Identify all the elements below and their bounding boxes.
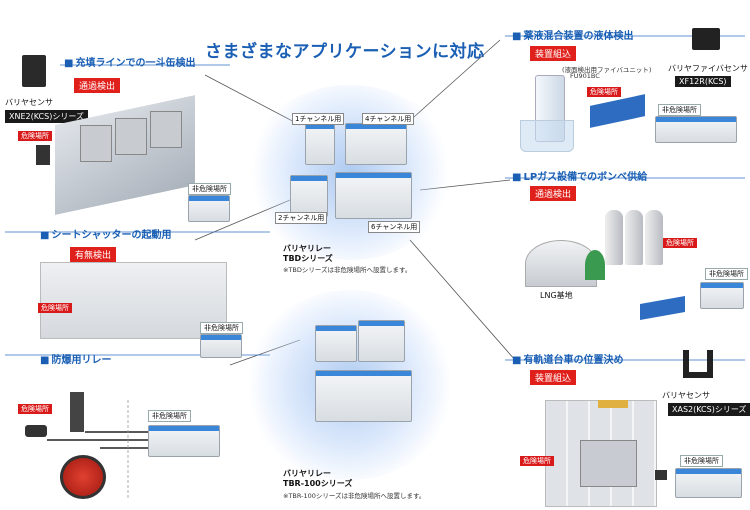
rail-sensor-name: バリヤセンサ (662, 391, 710, 400)
page-title: さまざまなアプリケーションに対応 (205, 42, 485, 62)
can-icon (80, 125, 112, 162)
shutter-relay (200, 334, 242, 358)
tbd-ch2-label: 2チャンネル用 (275, 212, 328, 224)
explosion-relay (148, 425, 220, 457)
lpg-danger-tag: 危険場所 (663, 238, 697, 248)
chemical-heading: 薬液混合装置の液体検出 (512, 27, 633, 42)
cylinder-icon (605, 210, 623, 265)
explosion-safe-tag: 非危険場所 (148, 410, 191, 422)
rail-sensor-unit-icon (655, 470, 667, 480)
fiber-unit-label: (液面検出用ファイバユニット) (562, 66, 652, 74)
explosion-heading: 防爆用リレー (40, 351, 111, 366)
tbd-ch4-label: 4チャンネル用 (362, 113, 415, 125)
can-relay (188, 195, 230, 222)
limit-switch-icon (70, 392, 84, 432)
tbd-relay-2ch (290, 175, 328, 217)
tbr-series: TBR-100シリーズ (283, 479, 353, 488)
can-line-badge: 通過検出 (74, 78, 121, 93)
can-icon (115, 118, 147, 155)
cylinder-icon (625, 210, 643, 265)
fiber-sensor-icon (692, 28, 720, 50)
tbr-relay-b (358, 320, 405, 362)
chemical-safe-tag: 非危険場所 (658, 104, 701, 116)
tbr-note: ※TBR-100シリーズは非危険場所へ設置します。 (283, 492, 426, 500)
cart-icon (580, 440, 637, 487)
cylinder-icon (645, 210, 663, 265)
explosion-danger-tag: 危険場所 (18, 404, 52, 414)
tbd-note: ※TBDシリーズは非危険場所へ設置します。 (283, 266, 412, 274)
pallet-icon (598, 400, 628, 408)
gas-holder-icon (585, 250, 605, 280)
chemical-relay (655, 116, 737, 143)
shutter-badge: 有無検出 (70, 247, 117, 262)
fork-sensor-icon (683, 350, 713, 378)
can-safe-tag: 非危険場所 (188, 183, 231, 195)
tbd-name: バリヤリレー (283, 244, 331, 253)
tbd-ch1-label: 1チャンネル用 (292, 113, 345, 125)
chemical-sensor-model: XF12R(KCS) (675, 76, 731, 87)
shutter-illustration (40, 262, 227, 339)
beaker-icon (520, 120, 574, 152)
chemical-danger-tag: 危険場所 (587, 87, 621, 97)
tbd-relay-1ch (305, 123, 335, 165)
tbd-series: TBDシリーズ (283, 254, 333, 263)
barrier-sensor-icon (22, 55, 46, 87)
rail-badge: 装置組込 (530, 370, 577, 385)
can-sensor-model: XNE2(KCS)シリーズ (5, 110, 88, 123)
tbd-relay-6ch (335, 172, 412, 219)
emergency-button-icon (60, 455, 106, 499)
shutter-safe-tag: 非危険場所 (200, 322, 243, 334)
lpg-heading: LPガス設備でのボンベ供給 (512, 168, 647, 183)
rail-heading: 有軌道台車の位置決め (512, 351, 623, 366)
tbr-relay-c (315, 370, 412, 422)
lpg-relay (700, 282, 744, 309)
chemical-badge: 装置組込 (530, 46, 577, 61)
chemical-sensor-name: バリヤファイバセンサ (668, 64, 748, 73)
fiber-unit-model: FU901BC (570, 72, 600, 80)
can-sensor-name: バリヤセンサ (5, 98, 53, 107)
tbr-name: バリヤリレー (283, 469, 331, 478)
tbr-relay-a (315, 325, 357, 362)
tbd-ch6-label: 6チャンネル用 (368, 221, 421, 233)
rail-sensor-model: XAS2(KCS)シリーズ (668, 403, 750, 416)
shutter-danger-tag: 危険場所 (38, 303, 72, 313)
can-danger-tag: 危険場所 (18, 131, 52, 141)
can-line-heading: 充填ラインでの一斗缶検出 (64, 54, 195, 69)
rail-safe-tag: 非危険場所 (680, 455, 723, 467)
switch-icon (25, 425, 47, 437)
lng-site-label: LNG基地 (540, 291, 573, 300)
sensor-unit-icon (36, 145, 50, 165)
can-icon (150, 111, 182, 148)
rail-relay (675, 468, 742, 498)
lpg-badge: 通過検出 (530, 186, 577, 201)
lpg-safe-tag: 非危険場所 (705, 268, 748, 280)
rail-danger-tag: 危険場所 (520, 456, 554, 466)
shutter-heading: シートシャッターの起動用 (40, 226, 171, 241)
